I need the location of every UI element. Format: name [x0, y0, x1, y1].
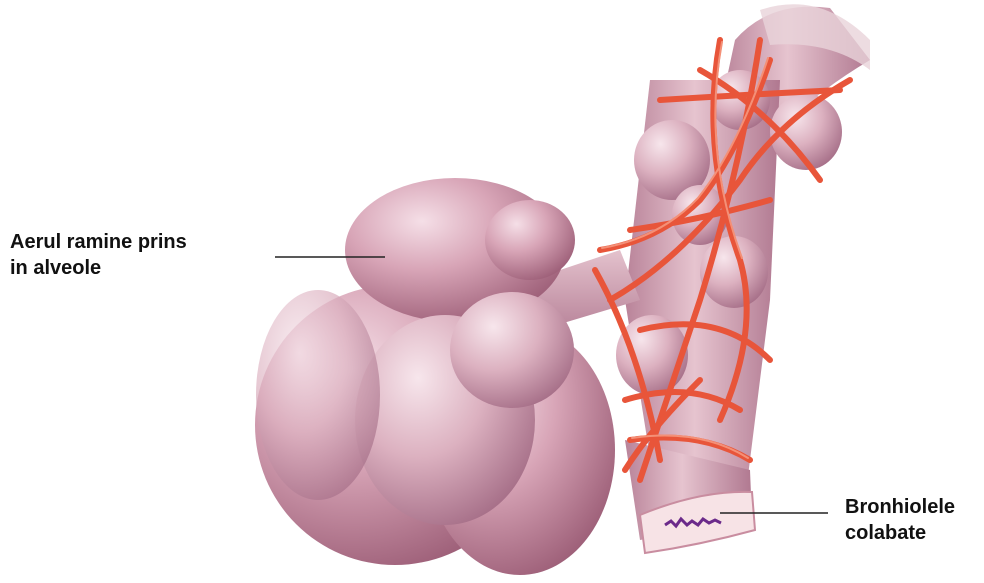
label-collapsed-bronchioles: Bronhiolele colabate: [845, 494, 955, 546]
alveolar-sac-cluster: [255, 178, 615, 575]
label-trapped-air: Aerul ramine prins in alveole: [10, 229, 187, 281]
label-bronchioles-line2: colabate: [845, 520, 955, 546]
label-trapped-air-line1: Aerul ramine prins: [10, 229, 187, 255]
label-trapped-air-line2: in alveole: [10, 255, 187, 281]
label-bronchioles-line1: Bronhiolele: [845, 494, 955, 520]
